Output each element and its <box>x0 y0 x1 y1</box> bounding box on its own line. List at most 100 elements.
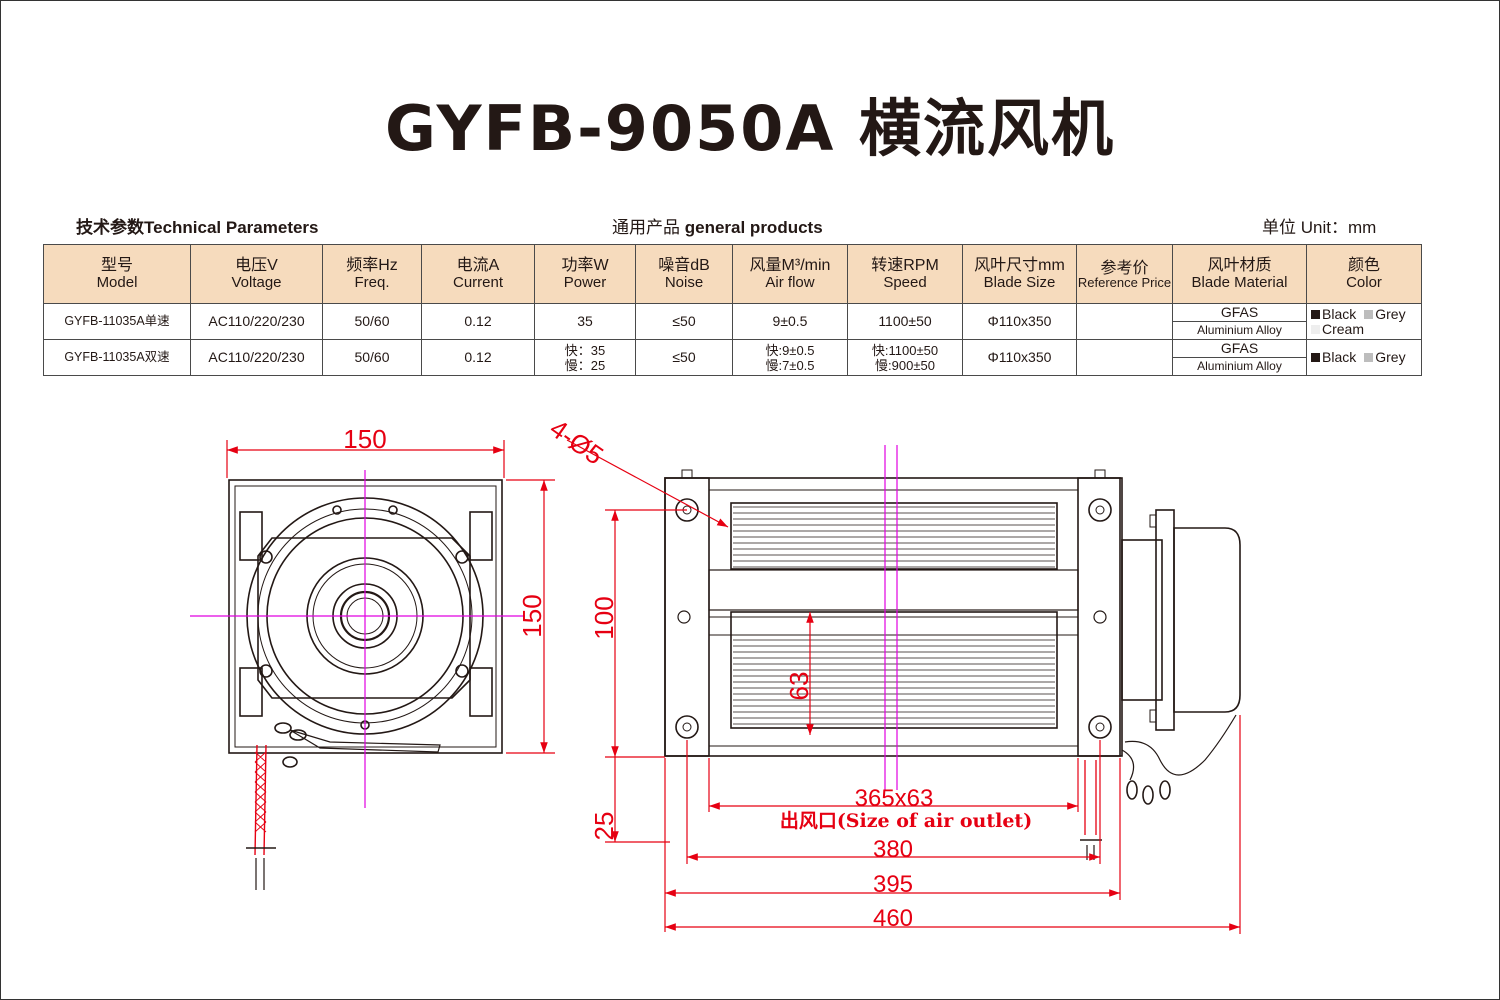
black-swatch <box>1311 309 1320 319</box>
bracket-tab <box>239 667 263 717</box>
material-gfas: GFAS <box>1173 304 1306 322</box>
cell-material: GFAS Aluminium Alloy <box>1172 303 1307 340</box>
table-row: GYFB-11035A单速 AC110/220/230 50/60 0.12 3… <box>43 303 1422 340</box>
general-products-en: general products <box>684 218 823 237</box>
table-row: GYFB-11035A双速 AC110/220/230 50/60 0.12 快… <box>43 339 1422 376</box>
color-grey: Grey <box>1375 349 1406 365</box>
connector-icon <box>1159 780 1171 800</box>
outlet-bar <box>708 616 1079 636</box>
dim-label-63: 63 <box>784 672 814 701</box>
cell-model: GYFB-11035A单速 <box>43 303 191 340</box>
screw-icon <box>332 505 342 515</box>
impeller-upper <box>730 502 1058 570</box>
material-gfas: GFAS <box>1173 340 1306 358</box>
connector-icon <box>282 756 298 768</box>
holes-label: 4-Ø5 <box>544 413 609 471</box>
cream-swatch <box>1311 324 1320 334</box>
left-end-plate <box>664 477 710 757</box>
power-cable <box>1084 760 1097 835</box>
screw-icon <box>455 664 469 678</box>
color-black: Black <box>1322 349 1357 365</box>
color-cream: Cream <box>1322 320 1365 337</box>
holes-leader <box>566 439 729 528</box>
connector-icon <box>1142 785 1154 805</box>
color-black: Black <box>1322 305 1357 322</box>
end-view-centerlines <box>190 470 525 808</box>
motor-body <box>1173 527 1241 713</box>
dim-label-460: 460 <box>873 905 913 932</box>
mount-hole-icon <box>682 722 692 732</box>
impeller-lower <box>730 611 1058 729</box>
wire-clamp <box>289 729 441 753</box>
motor-stud <box>1149 709 1157 723</box>
cell-voltage: AC110/220/230 <box>190 339 323 376</box>
motor-flange-side <box>1155 509 1175 731</box>
bracket-tab <box>469 511 493 561</box>
material-alloy: Aluminium Alloy <box>1197 323 1282 337</box>
cell-freq: 50/60 <box>322 339 422 376</box>
general-products-heading: 通用产品 general products <box>612 213 823 238</box>
color-grey: Grey <box>1375 305 1406 322</box>
dim-label-365x63: 365x63 <box>855 785 934 812</box>
dim-label-380: 380 <box>873 836 913 863</box>
cell-color: Black Grey Cream <box>1306 303 1422 340</box>
dim-label-width: 150 <box>343 424 386 454</box>
cell-freq: 50/60 <box>322 303 422 340</box>
cell-material: GFAS Aluminium Alloy <box>1172 339 1307 376</box>
front-view <box>664 469 1241 860</box>
cell-noise: ≤50 <box>635 303 733 340</box>
outlet-caption: 出风口(Size of air outlet) <box>780 809 1032 832</box>
cell-blade-size: Φ110x350 <box>962 339 1077 376</box>
motor-wire <box>1124 714 1237 776</box>
cell-color: Black Grey <box>1306 339 1422 376</box>
side-hole-icon <box>1093 610 1107 624</box>
cell-price <box>1076 339 1173 376</box>
dim-label-395: 395 <box>873 871 913 898</box>
page-title: GYFB-9050A 横流风机 <box>385 92 1115 165</box>
material-alloy: Aluminium Alloy <box>1197 359 1282 373</box>
top-stud <box>681 469 693 479</box>
dim-label-100: 100 <box>589 596 619 639</box>
cell-voltage: AC110/220/230 <box>190 303 323 340</box>
right-end-plate <box>1077 477 1123 757</box>
unit-label: 单位 Unit：mm <box>1262 218 1377 237</box>
technical-parameters-heading: 技术参数Technical Parameters <box>76 218 319 237</box>
grey-swatch <box>1364 309 1374 319</box>
bracket-tab <box>469 667 493 717</box>
motor-neck <box>1121 539 1163 701</box>
screw-icon <box>455 550 469 564</box>
connector-icon <box>1126 780 1138 800</box>
front-view-dimensions <box>566 439 1241 934</box>
cell-price <box>1076 303 1173 340</box>
middle-bar <box>708 569 1079 611</box>
general-products-cn: 通用产品 <box>612 218 680 237</box>
impeller-fins <box>733 506 1055 725</box>
top-stud <box>1094 469 1106 479</box>
bracket-tab <box>239 511 263 561</box>
black-swatch <box>1311 353 1320 362</box>
dim-label-25: 25 <box>589 812 619 841</box>
motor-stud <box>1149 514 1157 528</box>
connector-icon <box>289 729 307 741</box>
front-view-centerlines <box>884 445 898 790</box>
mount-hole-icon <box>1095 722 1105 732</box>
grey-swatch <box>1364 353 1374 362</box>
screw-icon <box>388 505 398 515</box>
dim-label-height: 150 <box>517 594 547 637</box>
mount-hole-icon <box>1088 715 1112 739</box>
side-hole-icon <box>677 610 691 624</box>
cell-current: 0.12 <box>421 303 535 340</box>
